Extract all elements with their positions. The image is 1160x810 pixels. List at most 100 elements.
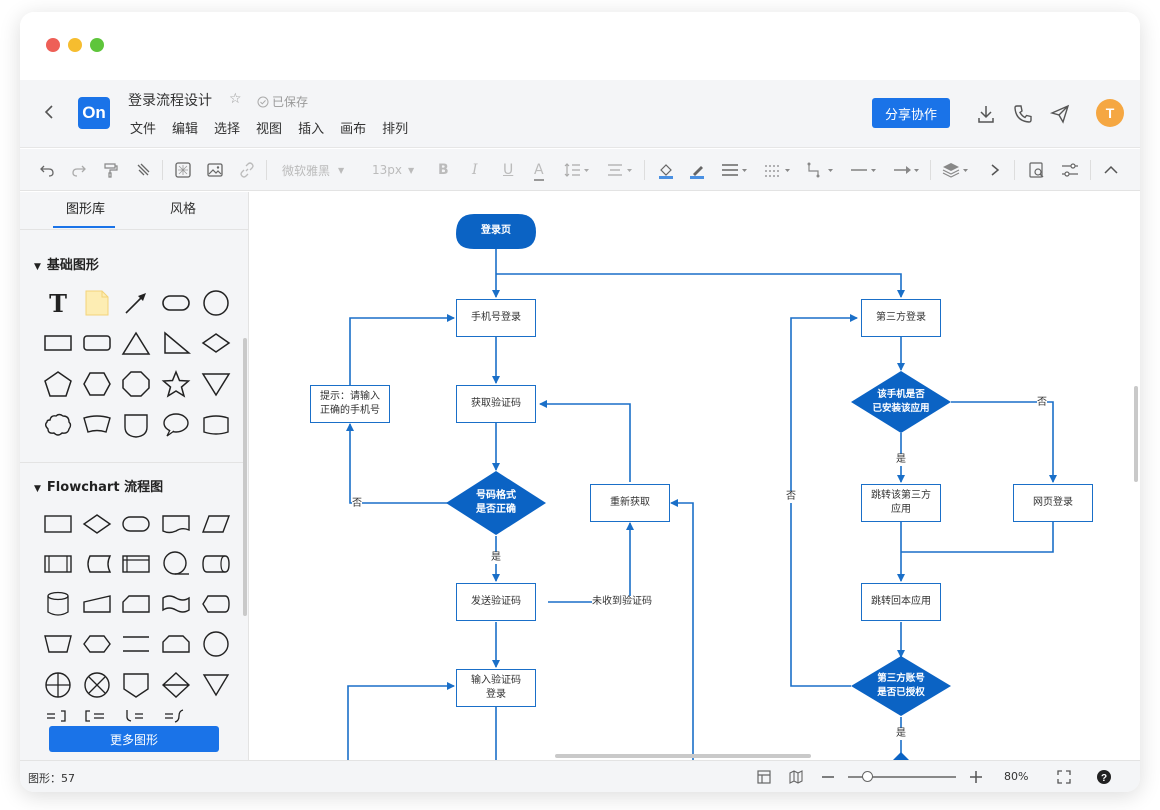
database-shape[interactable] — [40, 589, 76, 619]
share-button[interactable]: 分享协作 — [872, 98, 950, 128]
brace-shape-2[interactable] — [158, 706, 194, 726]
summing-junction-shape[interactable] — [79, 670, 115, 700]
fullscreen-icon[interactable] — [1056, 769, 1072, 785]
speech-bubble-shape[interactable] — [158, 410, 194, 440]
chevron-up-icon[interactable] — [1102, 161, 1120, 179]
third-login-node[interactable]: 第三方登录 — [861, 299, 941, 337]
connector-shape[interactable] — [198, 629, 234, 659]
jump-third-node[interactable]: 跳转该第三方 应用 — [861, 484, 941, 522]
direct-data-shape[interactable] — [198, 549, 234, 579]
help-icon[interactable]: ? — [1096, 769, 1112, 785]
edge-send-to-refresh[interactable] — [548, 522, 634, 603]
layout-icon[interactable] — [756, 769, 772, 785]
map-icon[interactable] — [788, 769, 804, 785]
note-shape[interactable] — [79, 288, 115, 318]
clear-format-icon[interactable] — [134, 161, 152, 179]
tab-shape-library[interactable]: 图形库 — [66, 202, 106, 217]
authorized-check-diamond[interactable] — [851, 656, 951, 716]
edge-loop-to-refresh[interactable] — [670, 499, 694, 760]
hexagon-shape[interactable] — [79, 369, 115, 399]
undo-icon[interactable] — [38, 161, 56, 179]
back-arrow-icon[interactable] — [40, 102, 60, 122]
download-icon[interactable] — [975, 103, 997, 125]
shield-shape[interactable] — [118, 410, 154, 440]
section-flowchart[interactable]: ▼Flowchart 流程图 — [34, 476, 163, 495]
star-icon[interactable]: ☆ — [229, 91, 242, 107]
rectangle-shape[interactable] — [40, 328, 76, 358]
installed-check-diamond[interactable] — [851, 371, 951, 433]
italic-icon[interactable]: I — [472, 162, 478, 178]
rounded-rect-shape[interactable] — [158, 288, 194, 318]
decision-shape[interactable] — [79, 509, 115, 539]
inverted-triangle-shape[interactable] — [198, 369, 234, 399]
tape-shape[interactable] — [198, 410, 234, 440]
bold-icon[interactable]: B — [438, 162, 449, 178]
data-io-shape[interactable] — [198, 509, 234, 539]
text-shape[interactable]: T — [49, 288, 67, 318]
web-login-node[interactable]: 网页登录 — [1013, 484, 1093, 522]
format-painter-icon[interactable] — [102, 161, 120, 179]
or-shape[interactable] — [40, 670, 76, 700]
circle-shape[interactable] — [198, 288, 234, 318]
card-shape[interactable] — [118, 589, 154, 619]
jump-local-node[interactable]: 跳转回本应用 — [861, 583, 941, 621]
document-title[interactable]: 登录流程设计 — [128, 93, 212, 109]
zoom-slider-handle[interactable] — [861, 771, 873, 782]
fill-pattern-icon[interactable] — [174, 161, 192, 179]
document-shape[interactable] — [158, 509, 194, 539]
arrow-shape[interactable] — [118, 288, 154, 318]
layers-icon[interactable] — [942, 161, 972, 179]
settings-sliders-icon[interactable] — [1060, 161, 1080, 179]
underline-icon[interactable]: U — [503, 162, 514, 178]
display-shape[interactable] — [198, 589, 234, 619]
punched-tape-shape[interactable] — [158, 589, 194, 619]
user-avatar[interactable]: T — [1096, 99, 1124, 127]
edge-loop-to-input[interactable] — [347, 682, 455, 760]
tip-node[interactable]: 提示：请输入 正确的手机号 — [310, 385, 390, 423]
brace-shape-1[interactable] — [118, 706, 154, 726]
redo-icon[interactable] — [70, 161, 88, 179]
preparation-shape[interactable] — [79, 629, 115, 659]
menu-select[interactable]: 选择 — [214, 122, 241, 137]
sequential-data-shape[interactable] — [158, 549, 194, 579]
star-shape[interactable] — [158, 369, 194, 399]
minimize-window-button[interactable] — [68, 38, 82, 52]
menu-file[interactable]: 文件 — [130, 122, 157, 137]
edge-check-no-to-tip[interactable] — [346, 423, 448, 504]
canvas-scrollbar-vertical[interactable] — [1134, 386, 1138, 482]
cloud-shape[interactable] — [40, 410, 76, 440]
zoom-level[interactable]: 80% — [1004, 770, 1029, 783]
send-code-node[interactable]: 发送验证码 — [456, 583, 536, 621]
edge-refresh-to-getcode[interactable] — [539, 400, 631, 482]
line-start-icon[interactable] — [849, 161, 879, 179]
internal-storage-shape[interactable] — [118, 549, 154, 579]
banner-shape[interactable] — [79, 410, 115, 440]
font-color-icon[interactable]: A — [534, 161, 544, 181]
line-height-icon[interactable] — [563, 161, 591, 179]
start-node[interactable]: 登录页 — [481, 225, 511, 236]
phone-icon[interactable] — [1012, 103, 1034, 125]
format-check-diamond[interactable] — [446, 471, 546, 535]
edge-installed-no-to-web[interactable] — [951, 401, 1057, 483]
phone-login-node[interactable]: 手机号登录 — [456, 299, 536, 337]
menu-canvas[interactable]: 画布 — [340, 122, 367, 137]
diagram-canvas[interactable]: 登录页 手机号登录 提示：请输入 正确的手机号 获取验证码 号码格式 是否正确 … — [250, 192, 1140, 760]
manual-operation-shape[interactable] — [40, 629, 76, 659]
image-icon[interactable] — [206, 161, 224, 179]
menu-insert[interactable]: 插入 — [298, 122, 325, 137]
chevron-right-icon[interactable] — [988, 161, 1002, 179]
zoom-out-icon[interactable] — [820, 769, 836, 785]
link-icon[interactable] — [238, 161, 256, 179]
merge-shape[interactable] — [198, 670, 234, 700]
refresh-node[interactable]: 重新获取 — [590, 484, 670, 522]
tab-style[interactable]: 风格 — [170, 202, 197, 217]
close-window-button[interactable] — [46, 38, 60, 52]
off-page-connector-shape[interactable] — [118, 670, 154, 700]
menu-arrange[interactable]: 排列 — [382, 122, 409, 137]
right-triangle-shape[interactable] — [158, 328, 194, 358]
more-shapes-button[interactable]: 更多图形 — [49, 726, 219, 752]
zoom-in-icon[interactable] — [968, 769, 984, 785]
edge-start-to-third[interactable] — [496, 273, 905, 298]
terminator-shape[interactable] — [118, 509, 154, 539]
menu-view[interactable]: 视图 — [256, 122, 283, 137]
